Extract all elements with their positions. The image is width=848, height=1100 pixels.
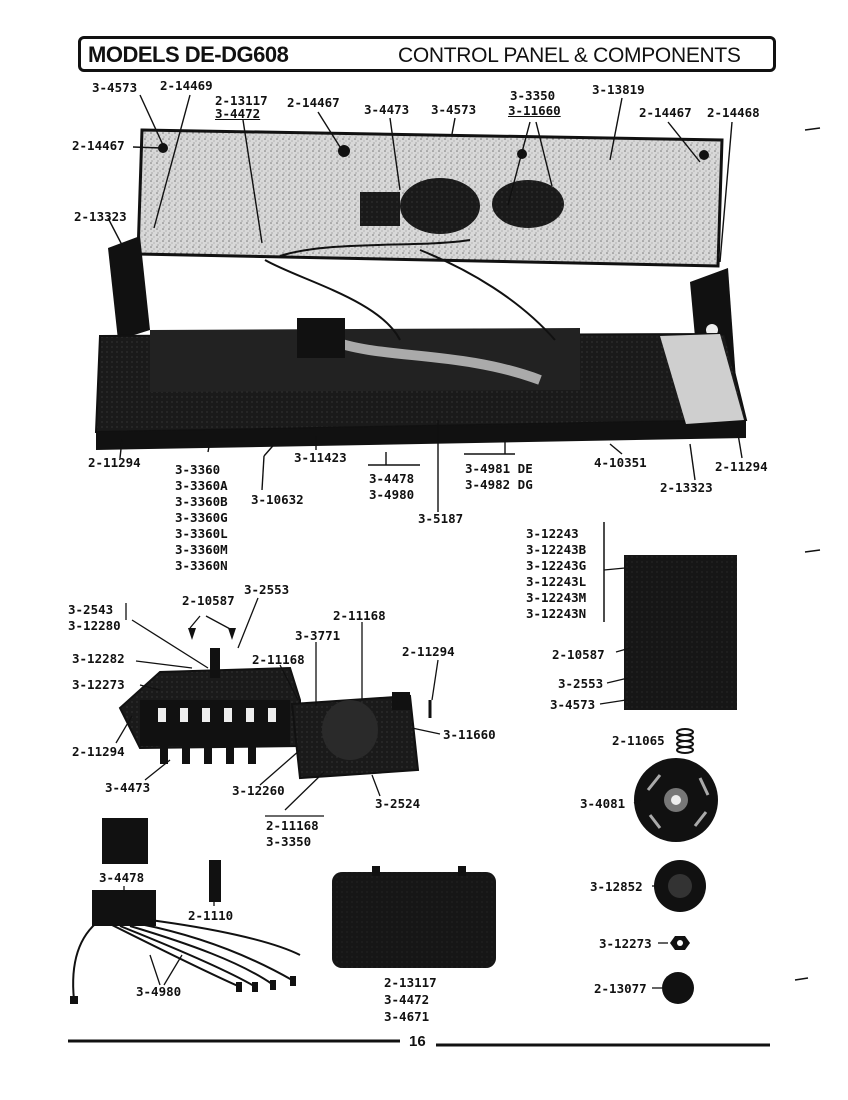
- part-label: 3-12273: [599, 936, 652, 951]
- part-label: 4-10351: [594, 455, 647, 470]
- part-label: 2-13323: [660, 480, 713, 495]
- part-label: 2-14467: [287, 95, 340, 110]
- part-label: 3-4473: [105, 780, 151, 795]
- cap-part: [662, 972, 694, 1004]
- part-label: 2-11294: [88, 455, 141, 470]
- part-label: 3-12852: [590, 879, 643, 894]
- part-label: 3-11423: [294, 450, 347, 465]
- part-label: 2-10587: [552, 647, 605, 662]
- part-label: 2-14467: [72, 138, 125, 153]
- part-label: 3-12282: [72, 651, 125, 666]
- part-label: 3-10632: [251, 492, 304, 507]
- part-label: 3-4980: [136, 984, 182, 999]
- part-label: 3-4982 DG: [465, 477, 533, 492]
- part-label: 3-4478: [369, 471, 415, 486]
- part-label: 3-12243L: [526, 574, 587, 589]
- part-label: 2-11294: [402, 644, 455, 659]
- part-label: 2-14468: [707, 105, 760, 120]
- part-label: 2-1110: [188, 908, 234, 923]
- section-title: CONTROL PANEL & COMPONENTS: [398, 44, 741, 67]
- part-label: 2-11168: [266, 818, 319, 833]
- part-label: 2-11065: [612, 733, 665, 748]
- part-label: 3-2524: [375, 796, 421, 811]
- timer-switch-assembly: [118, 628, 432, 780]
- part-label: 3-3350: [266, 834, 312, 849]
- part-label: 3-11660: [508, 103, 561, 118]
- part-label: 2-13117: [384, 975, 437, 990]
- control-cover-part: [332, 866, 496, 968]
- part-label: 3-12260: [232, 783, 285, 798]
- part-label: 3-12243B: [526, 542, 587, 557]
- part-label: 2-13323: [74, 209, 127, 224]
- part-label: 3-12243M: [526, 590, 587, 605]
- part-label: 2-10587: [182, 593, 235, 608]
- part-label: 3-3360A: [175, 478, 228, 493]
- part-label: 3-13819: [592, 82, 645, 97]
- part-label: 2-11294: [72, 744, 125, 759]
- nut-part: [670, 936, 690, 950]
- part-label: 2-14467: [639, 105, 692, 120]
- part-label: 2-13077: [594, 981, 647, 996]
- part-label: 3-3360N: [175, 558, 228, 573]
- selector-dial-part: [634, 758, 718, 842]
- part-label: 2-11168: [252, 652, 305, 667]
- part-label: 3-12243N: [526, 606, 587, 621]
- part-label: 3-4980: [369, 487, 415, 502]
- part-label: 3-12273: [72, 677, 125, 692]
- spring-part: [676, 728, 694, 754]
- part-label: 3-4472: [215, 106, 261, 121]
- wire-harness-part: [70, 818, 301, 1004]
- part-label: 3-2553: [244, 582, 290, 597]
- part-label: 3-3360: [175, 462, 221, 477]
- part-label: 3-4472: [384, 992, 430, 1007]
- part-label: 3-12280: [68, 618, 121, 633]
- part-label: 3-4473: [364, 102, 410, 117]
- part-label: 3-4478: [99, 870, 145, 885]
- models-title: MODELS DE-DG608: [88, 42, 289, 67]
- part-label: 3-11660: [443, 727, 496, 742]
- part-label: 3-4573: [431, 102, 477, 117]
- part-label: 2-11168: [333, 608, 386, 623]
- header-frame: [78, 36, 776, 72]
- part-label: 3-2543: [68, 602, 114, 617]
- knob-panel-insert: [599, 522, 737, 710]
- leader-lines-top: [107, 94, 743, 512]
- part-label: 3-2553: [558, 676, 604, 691]
- leader-lines-bottom: [123, 886, 215, 986]
- part-label: 3-4671: [384, 1009, 430, 1024]
- leader-lines-middle: [115, 597, 441, 817]
- part-label: 2-11294: [715, 459, 768, 474]
- part-label: 3-3360G: [175, 510, 228, 525]
- part-label: 2-13117: [215, 93, 268, 108]
- leader-lines-right: [633, 799, 668, 989]
- part-label: 3-3350: [510, 88, 556, 103]
- part-label: 3-4981 DE: [465, 461, 533, 476]
- part-label: 3-4081: [580, 796, 626, 811]
- control-panel-assembly: [94, 128, 748, 450]
- part-label: 3-4573: [92, 80, 138, 95]
- page-number: 16: [409, 1033, 426, 1050]
- part-label: 3-12243: [526, 526, 579, 541]
- part-label: 2-14469: [160, 78, 213, 93]
- knob-part: [654, 860, 706, 912]
- part-label: 3-3771: [295, 628, 341, 643]
- part-label: 3-12243G: [526, 558, 587, 573]
- part-label: 3-5187: [418, 511, 464, 526]
- part-label: 3-3360L: [175, 526, 228, 541]
- part-label: 3-3360M: [175, 542, 228, 557]
- part-label: 3-4573: [550, 697, 596, 712]
- part-label: 3-3360B: [175, 494, 228, 509]
